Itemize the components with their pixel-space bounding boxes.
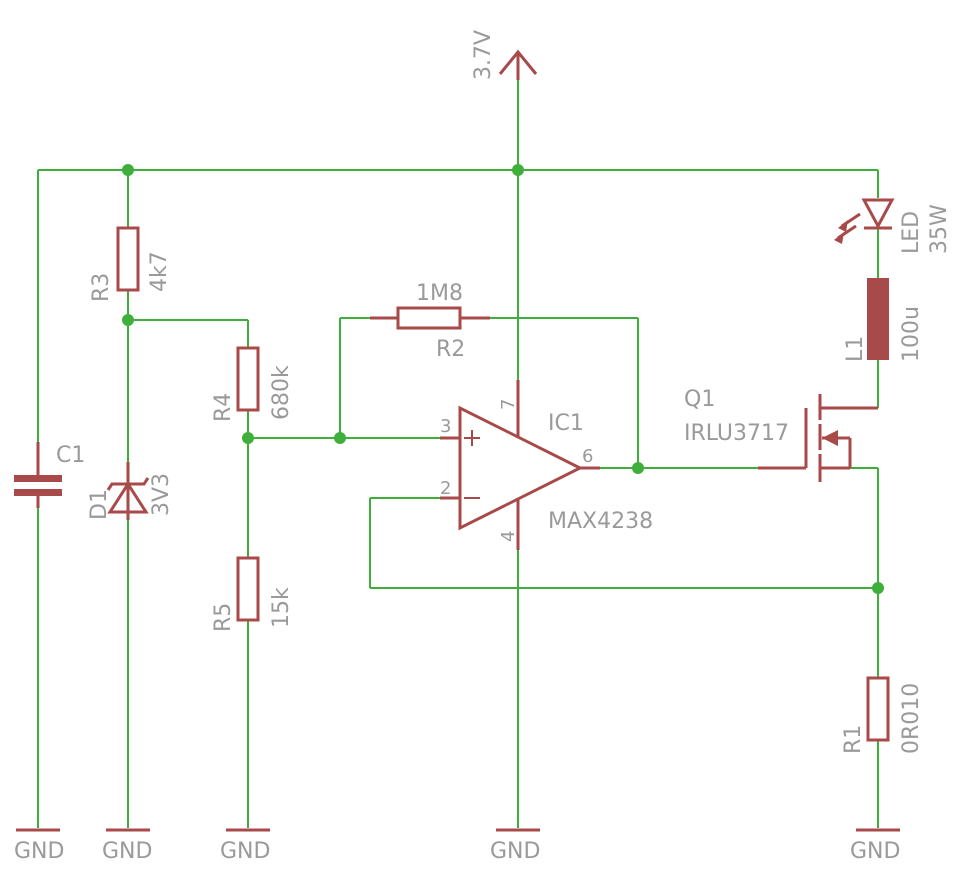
c1-name: C1 xyxy=(56,443,85,468)
led-symbol: LED 35W xyxy=(834,198,952,254)
gnd-symbol-r1: GND xyxy=(850,828,900,864)
inductor-l1: L1 100u xyxy=(843,278,924,362)
led-value: 35W xyxy=(927,204,952,254)
r2-value: 1M8 xyxy=(416,281,463,306)
gnd-label: GND xyxy=(14,839,64,864)
ic1-pin-4: 4 xyxy=(498,531,519,542)
gnd-symbol-ic1: GND xyxy=(490,828,540,864)
resistor-r5: R5 15k xyxy=(211,556,294,632)
ic1-pin-6: 6 xyxy=(582,446,593,467)
r3-name: R3 xyxy=(89,273,114,302)
mosfet-q1: Q1 IRLU3717 xyxy=(684,387,878,482)
gnd-label: GND xyxy=(102,839,152,864)
junctions xyxy=(122,164,884,594)
ic1-pin-7: 7 xyxy=(498,399,519,410)
resistor-r3: R3 4k7 xyxy=(89,226,172,302)
l1-value: 100u xyxy=(899,306,924,362)
junction-dot xyxy=(872,582,884,594)
junction-dot xyxy=(242,432,254,444)
gnd-symbol-r5: GND xyxy=(220,828,270,864)
supply-label: 3.7V xyxy=(471,30,496,80)
gnd-label: GND xyxy=(490,839,540,864)
q1-name: Q1 xyxy=(684,387,715,412)
gnd-label: GND xyxy=(220,839,270,864)
r2-name: R2 xyxy=(436,337,465,362)
d1-value: 3V3 xyxy=(149,473,174,516)
gnd-symbol-c1: GND xyxy=(14,828,64,864)
junction-dot xyxy=(122,314,134,326)
resistor-r2: 1M8 R2 xyxy=(370,281,490,362)
junction-dot xyxy=(632,462,644,474)
r1-value: 0R010 xyxy=(899,683,924,754)
l1-name: L1 xyxy=(843,336,868,362)
gnd-label: GND xyxy=(850,839,900,864)
junction-dot xyxy=(334,432,346,444)
junction-dot xyxy=(122,164,134,176)
ic1-name: IC1 xyxy=(548,411,584,436)
ic1-pin-3: 3 xyxy=(440,416,451,437)
resistor-r4: R4 680k xyxy=(211,346,294,422)
zener-diode-d1: D1 3V3 xyxy=(87,462,174,520)
r5-value: 15k xyxy=(269,587,294,628)
r4-name: R4 xyxy=(211,393,236,422)
led-name: LED xyxy=(899,211,924,254)
ic1-pin-2: 2 xyxy=(440,478,451,499)
d1-name: D1 xyxy=(87,489,112,520)
resistor-r1: R1 0R010 xyxy=(841,676,924,754)
wires xyxy=(37,80,879,828)
gnd-symbol-d1: GND xyxy=(102,828,152,864)
ic1-value: MAX4238 xyxy=(548,509,653,534)
r5-name: R5 xyxy=(211,603,236,632)
q1-value: IRLU3717 xyxy=(684,421,789,446)
supply-symbol: 3.7V xyxy=(471,30,538,80)
junction-dot xyxy=(512,164,524,176)
r1-name: R1 xyxy=(841,725,866,754)
opamp-ic1: 3 2 6 7 4 IC1 MAX4238 xyxy=(440,380,653,550)
r4-value: 680k xyxy=(269,365,294,420)
capacitor-c1: C1 xyxy=(14,442,85,508)
r3-value: 4k7 xyxy=(147,251,172,292)
